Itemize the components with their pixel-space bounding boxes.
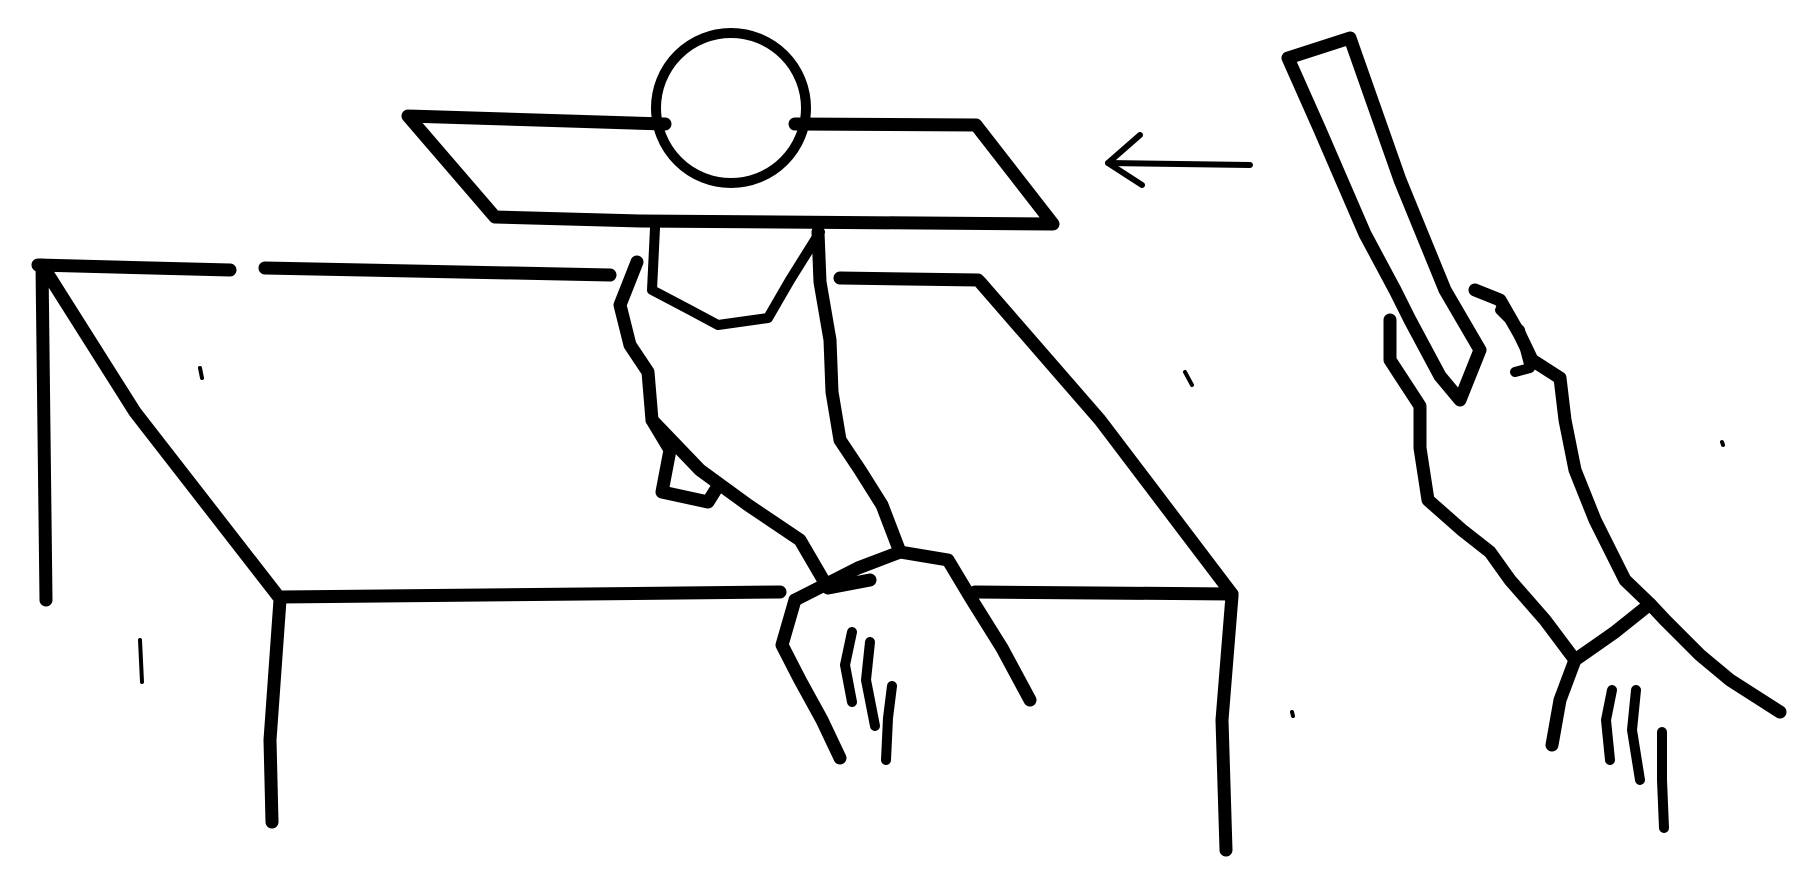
motion-arrow bbox=[1108, 135, 1250, 185]
hand-lower-edge bbox=[1552, 660, 1575, 745]
extending-arm bbox=[1288, 38, 1780, 828]
table-front-edge-right bbox=[975, 592, 1232, 594]
helper-finger-1 bbox=[845, 632, 852, 702]
hand-cuff bbox=[1575, 604, 1650, 660]
arrow-shaft bbox=[1108, 163, 1250, 165]
head-circle bbox=[656, 33, 806, 183]
table-leg-front-left bbox=[270, 600, 280, 822]
table-back-edge-right bbox=[840, 278, 978, 280]
extending-finger-3 bbox=[1662, 732, 1664, 828]
speck-3 bbox=[1185, 372, 1192, 385]
table-front-edge bbox=[280, 592, 780, 597]
helper-finger-3 bbox=[886, 686, 892, 760]
arrow-head bbox=[1108, 135, 1142, 185]
extending-finger-2 bbox=[1632, 690, 1640, 780]
helper-finger-2 bbox=[866, 642, 875, 726]
table-back-edge-middle bbox=[265, 268, 610, 275]
thumb bbox=[1500, 310, 1530, 372]
board bbox=[408, 116, 1053, 224]
extending-finger-1 bbox=[1606, 690, 1612, 760]
speck-4 bbox=[1292, 712, 1293, 716]
table-back-edge-left bbox=[38, 265, 230, 270]
speck-1 bbox=[200, 368, 202, 378]
arm-bottom-hand bbox=[1650, 604, 1780, 712]
speck-2 bbox=[140, 640, 142, 682]
table-leg-back-left bbox=[42, 265, 46, 600]
board-outline bbox=[408, 116, 1053, 224]
helper-hands bbox=[620, 228, 1030, 760]
neck-outline bbox=[652, 228, 820, 325]
table-leg-front-right bbox=[1222, 596, 1232, 850]
helper-hand-bottom bbox=[782, 600, 840, 758]
speck-5 bbox=[1722, 442, 1723, 445]
table-left-edge bbox=[44, 268, 278, 596]
head bbox=[656, 33, 806, 183]
table-right-edge bbox=[980, 282, 1232, 594]
right-arm-lower bbox=[900, 552, 1030, 700]
